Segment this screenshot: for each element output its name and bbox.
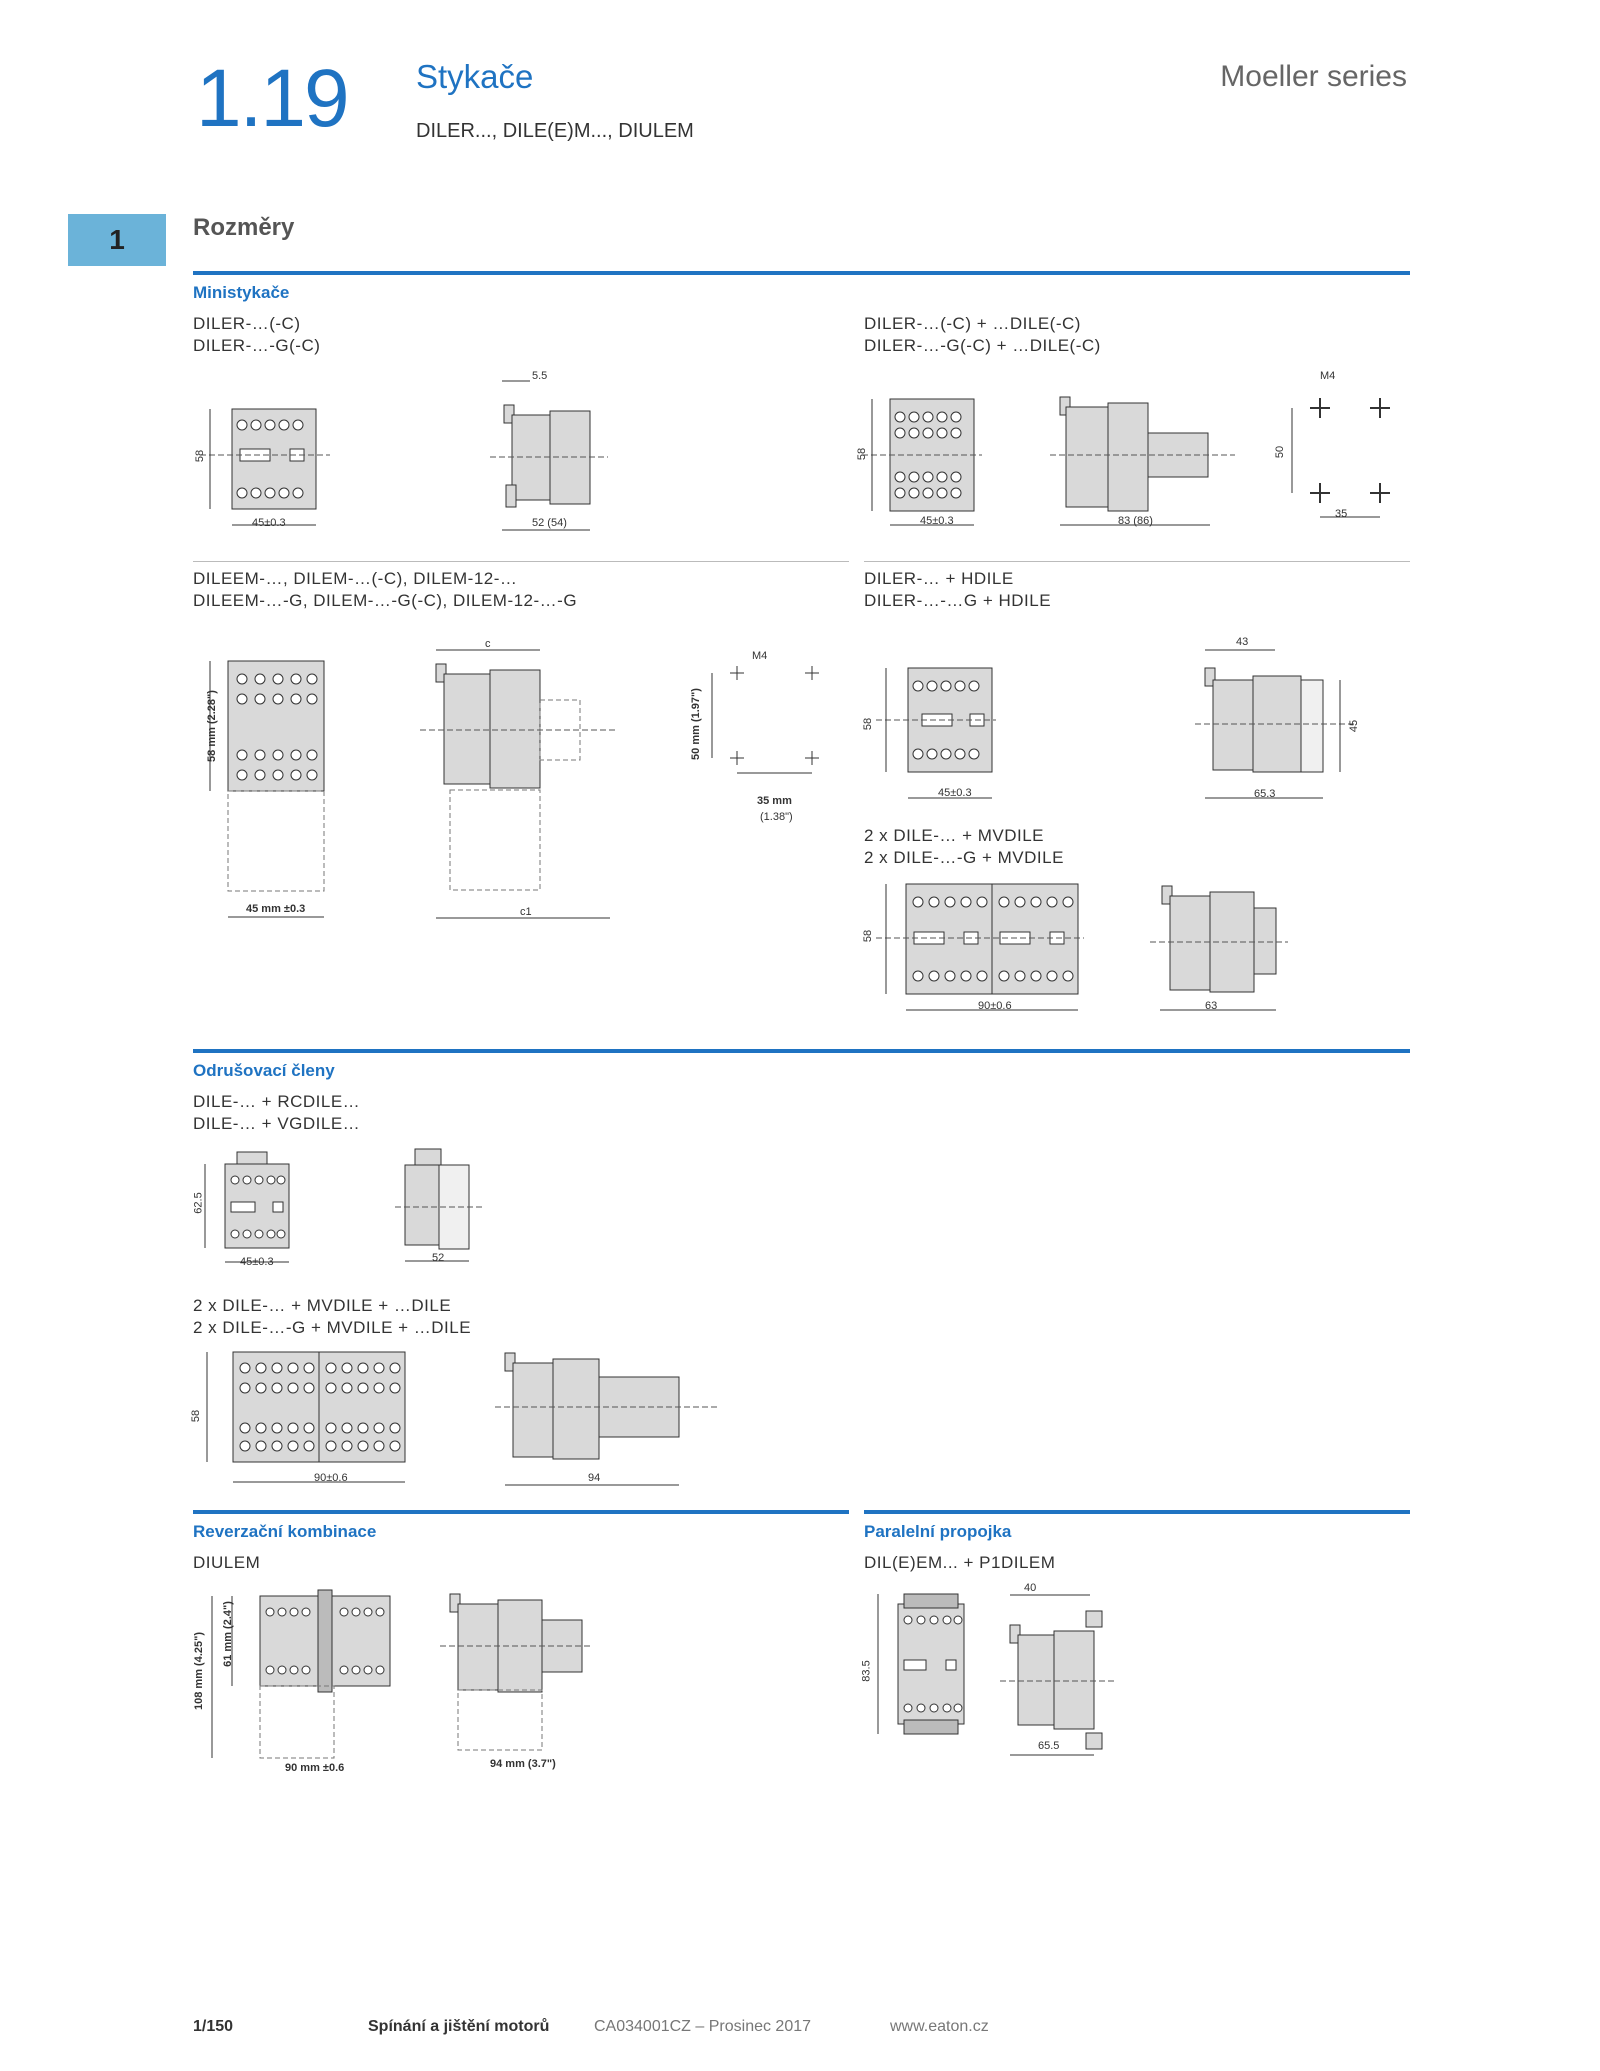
dim-width: 45±0.3: [240, 1256, 274, 1268]
dim-height: 58: [862, 929, 875, 943]
page-title: Stykače: [416, 58, 534, 95]
dim-width: 45±0.3: [938, 787, 972, 799]
dim-c: c: [485, 638, 491, 650]
chapter-number: 1.19: [196, 53, 350, 144]
dim-height: 83.5: [860, 1660, 873, 1682]
chapter-tab-number: 1: [109, 224, 125, 255]
dim-width: 94: [588, 1472, 601, 1484]
section-heading-ministykace: Ministykače: [193, 283, 290, 302]
dim-width: 45±0.3: [252, 517, 286, 529]
dim-height: 45: [1348, 719, 1361, 733]
group-label: DILEEM-…-G, DILEM-…-G(-C), DILEM-12-…-G: [193, 591, 578, 610]
section-heading-odrusovaci: Odrušovací členy: [193, 1061, 335, 1080]
dim-height: 50 mm (1.97"): [689, 688, 702, 760]
dim-height-108: 108 mm (4.25"): [192, 1632, 205, 1710]
group-label: DILEEM-…, DILEM-…(-C), DILEM-12-…: [193, 569, 518, 588]
dim-top: 5.5: [532, 370, 548, 382]
dim-width: 90 mm ±0.6: [285, 1762, 345, 1774]
dim-c1: c1: [520, 906, 532, 918]
hdile-front-drawing: [876, 667, 996, 799]
dilem-side-drawing: [420, 649, 615, 919]
dim-top: 40: [1024, 1582, 1037, 1594]
dim-width: 45 mm ±0.3: [246, 903, 306, 915]
group-label: DIULEM: [193, 1553, 261, 1572]
mounting-holes-drawing: [1291, 398, 1390, 518]
p1dilem-side-drawing: [1000, 1594, 1115, 1756]
dilem-front-drawing: [209, 660, 325, 918]
section-rule: [193, 1510, 849, 1514]
contactor-aux-front-drawing: [862, 398, 982, 526]
dim-top: 43: [1236, 636, 1249, 648]
page-subtitle: DILER..., DILE(E)M..., DIULEM: [416, 120, 694, 142]
contactor-front-drawing: [200, 408, 330, 526]
group-label: 2 x DILE-… + MVDILE: [864, 826, 1045, 845]
dim-width: 65.5: [1038, 1740, 1060, 1752]
dim-width: 65.3: [1254, 788, 1276, 800]
group-label: DILER-…-G(-C) + …DILE(-C): [864, 336, 1101, 355]
section-rule: [864, 1510, 1410, 1514]
section-rule: [193, 271, 1410, 275]
contactor-side-drawing: [490, 380, 608, 531]
group-label: 2 x DILE-…-G + MVDILE: [864, 848, 1064, 867]
dim-height: 50: [1274, 445, 1287, 459]
group-label: DILE-… + VGDILE…: [193, 1114, 361, 1133]
group-label: DILER-…-G(-C): [193, 336, 321, 355]
divider: [864, 561, 1410, 562]
dim-width: 35 mm: [757, 795, 792, 807]
dim-width: 90±0.6: [978, 1000, 1012, 1012]
group-label: DILE-… + RCDILE…: [193, 1092, 361, 1111]
hdile-side-drawing: [1195, 649, 1355, 799]
diulem-front-drawing: [211, 1589, 391, 1759]
page-number: 1/150: [193, 2018, 234, 2035]
mounting-holes-drawing: [711, 666, 819, 774]
dim-width: 63: [1205, 1000, 1218, 1012]
mvdile-rc-front-drawing: [206, 1351, 406, 1483]
group-label: DILER-…-…G + HDILE: [864, 591, 1052, 610]
mvdile-rc-side-drawing: [495, 1352, 720, 1486]
rcdile-front-drawing: [204, 1151, 290, 1263]
dim-height: 58: [190, 1409, 203, 1423]
dim-width: 94 mm (3.7"): [490, 1758, 556, 1770]
dim-width: 45±0.3: [920, 515, 954, 527]
dim-width: 83 (86): [1118, 515, 1153, 527]
chapter-tab: [68, 214, 166, 266]
dim-width: 35: [1335, 508, 1348, 520]
mvdile-side-drawing: [1150, 885, 1288, 1011]
group-label: DIL(E)EM... + P1DILEM: [864, 1553, 1056, 1572]
series-label: Moeller series: [1220, 60, 1407, 93]
mvdile-front-drawing: [876, 883, 1084, 1011]
dim-thread: M4: [1320, 370, 1336, 382]
group-label: 2 x DILE-…-G + MVDILE + …DILE: [193, 1318, 472, 1337]
diulem-side-drawing: [440, 1593, 590, 1751]
group-label: DILER-…(-C): [193, 314, 301, 333]
group-label: DILER-… + HDILE: [864, 569, 1014, 588]
footer-book: Spínání a jištění motorů: [368, 2018, 550, 2035]
group-label: DILER-…(-C) + …DILE(-C): [864, 314, 1081, 333]
section-rule: [193, 1049, 1410, 1053]
dim-thread: M4: [752, 650, 768, 662]
section-heading-paralelni: Paralelní propojka: [864, 1522, 1012, 1541]
dim-width: 90±0.6: [314, 1472, 348, 1484]
dim-height: 58 mm (2.28"): [205, 690, 218, 762]
dim-height: 58: [862, 717, 875, 731]
section-heading-reverzacni: Reverzační kombinace: [193, 1522, 377, 1541]
dim-height: 62.5: [192, 1192, 205, 1214]
dim-width: 52: [432, 1252, 445, 1264]
section-title: Rozměry: [193, 214, 295, 241]
p1dilem-front-drawing: [877, 1593, 965, 1735]
dim-height: 58: [194, 449, 207, 463]
rcdile-side-drawing: [395, 1148, 485, 1262]
footer-code: CA034001CZ – Prosinec 2017: [594, 2018, 812, 2035]
group-label: 2 x DILE-… + MVDILE + …DILE: [193, 1296, 452, 1315]
dim-width: 52 (54): [532, 517, 567, 529]
divider: [193, 561, 849, 562]
dim-width-inch: (1.38"): [760, 811, 793, 823]
dim-height: 58: [856, 447, 869, 461]
footer-web[interactable]: www.eaton.cz: [890, 2018, 989, 2035]
dim-height-61: 61 mm (2.4"): [221, 1601, 234, 1667]
contactor-aux-side-drawing: [1050, 396, 1235, 526]
